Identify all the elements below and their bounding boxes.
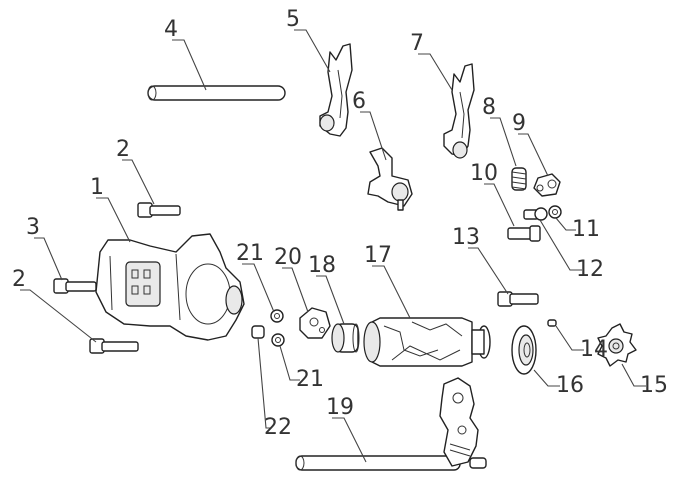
part-7-shift-fork: [443, 63, 475, 159]
part-1-gear-motor: [95, 233, 245, 341]
part-8-spring: [511, 167, 527, 191]
callout-3: 3: [26, 215, 40, 240]
callout-4: 4: [164, 17, 178, 42]
callout-19: 19: [326, 395, 354, 420]
callout-21-upper: 21: [236, 241, 264, 266]
callout-12: 12: [576, 257, 604, 282]
part-19-shift-shaft: [295, 377, 487, 471]
part-15-star-wheel: [597, 323, 637, 367]
part-13-bolt: [497, 291, 539, 307]
part-9-stopper-arm: [533, 173, 561, 197]
part-22-sleeve: [251, 325, 265, 339]
part-18-bearing-cap: [331, 323, 360, 353]
callout-7: 7: [410, 31, 424, 56]
callout-labels: 4 5 6 7 8 9 10 11 12 13 14 15 16 17 18 1…: [12, 7, 668, 440]
callout-22: 22: [264, 415, 292, 440]
callout-2-upper: 2: [116, 137, 130, 162]
callout-13: 13: [452, 225, 480, 250]
leader-lines: [20, 29, 646, 463]
part-10-bolt: [507, 225, 541, 242]
part-4-pin: [147, 85, 286, 101]
callout-8: 8: [482, 95, 496, 120]
callout-2-lower: 2: [12, 267, 26, 292]
part-3-bolt: [53, 278, 97, 294]
part-16-bearing: [511, 325, 537, 375]
part-12-collar-bolt: [523, 207, 548, 221]
part-6-shift-fork: [367, 147, 413, 211]
callout-5: 5: [286, 7, 300, 32]
part-14-dowel-pin: [547, 319, 557, 327]
part-21-nut-upper: [270, 309, 284, 323]
callout-15: 15: [640, 373, 668, 398]
callout-20: 20: [274, 245, 302, 270]
callout-18: 18: [308, 253, 336, 278]
callout-10: 10: [470, 161, 498, 186]
callout-9: 9: [512, 111, 526, 136]
callout-16: 16: [556, 373, 584, 398]
callout-11: 11: [572, 217, 600, 242]
part-17-shift-drum: [363, 317, 491, 367]
callout-1: 1: [90, 175, 104, 200]
callout-6: 6: [352, 89, 366, 114]
part-21-nut-lower: [271, 333, 285, 347]
part-11-washer: [548, 205, 562, 219]
part-2-bolt-lower: [89, 338, 139, 354]
part-2-bolt-upper: [137, 202, 181, 218]
callout-21-lower: 21: [296, 367, 324, 392]
callout-17: 17: [364, 243, 392, 268]
callout-14: 14: [580, 337, 608, 362]
part-20-segment-plate: [299, 307, 331, 339]
part-5-shift-fork: [319, 43, 353, 137]
